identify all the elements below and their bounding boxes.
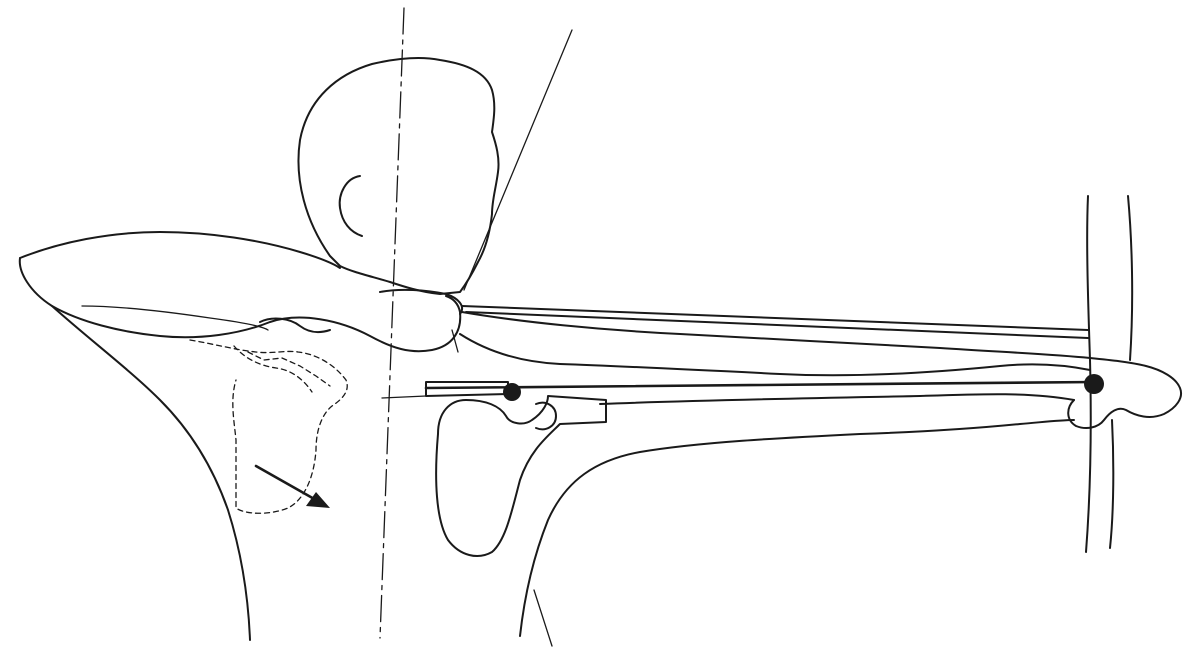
bow-lower-limb bbox=[1110, 420, 1113, 548]
bow-grip-point bbox=[1084, 374, 1104, 394]
waist-line bbox=[534, 590, 552, 646]
movement-arrow bbox=[256, 466, 316, 500]
bow-arm-under bbox=[600, 394, 1074, 404]
movement-arrowhead bbox=[306, 492, 330, 508]
archer-head bbox=[298, 58, 498, 294]
draw-alignment-line bbox=[464, 30, 572, 290]
bowstring bbox=[462, 306, 1088, 330]
arrow-shaft bbox=[426, 382, 1096, 388]
bow-arm bbox=[460, 334, 1090, 375]
draw-hand-knuckle bbox=[536, 403, 556, 430]
vertical-center-line bbox=[380, 8, 404, 638]
bow bbox=[1086, 196, 1091, 552]
archer-ear bbox=[340, 176, 362, 236]
drawing-arm-upper bbox=[20, 232, 340, 268]
bow-back bbox=[1128, 196, 1132, 360]
chest-line bbox=[82, 306, 268, 330]
shoulder-notch bbox=[260, 319, 330, 333]
back-outline bbox=[52, 306, 250, 640]
back-right-outline bbox=[520, 420, 1074, 636]
nock-point bbox=[503, 383, 521, 401]
